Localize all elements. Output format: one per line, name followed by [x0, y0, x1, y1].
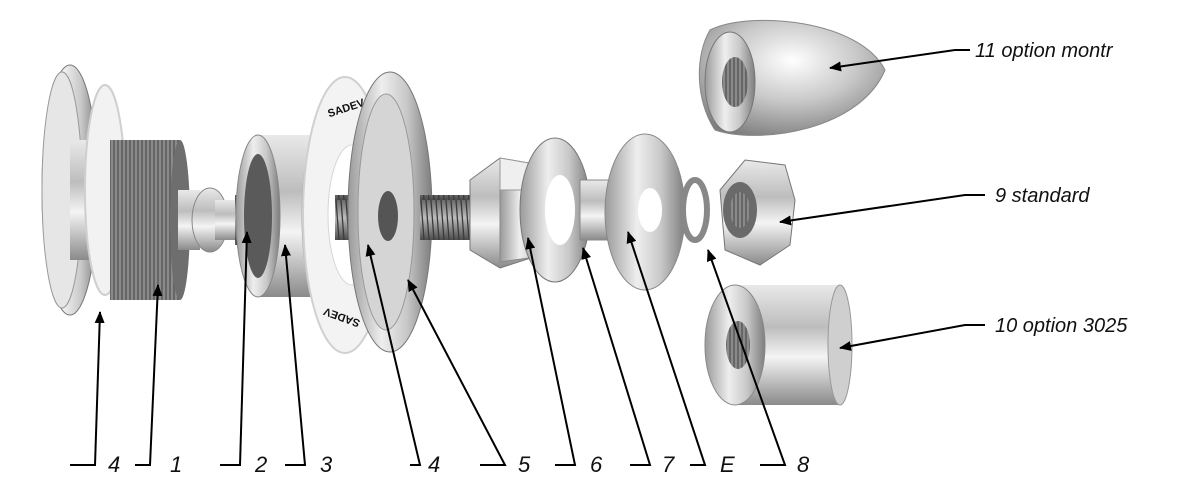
- part-10-cylinder-cap: [704, 284, 853, 406]
- leader-2: [220, 231, 252, 466]
- label-2: 2: [254, 452, 267, 477]
- label-5: 5: [518, 452, 531, 477]
- leader-7: [581, 247, 652, 466]
- leader-1: [135, 284, 163, 466]
- part-9-standard-nut: [719, 159, 796, 266]
- part-7-washer: [519, 137, 591, 283]
- label-4a: 4: [108, 452, 120, 477]
- leader-5: [407, 279, 507, 466]
- label-8: 8: [797, 452, 810, 477]
- bottom-label-row: 4 1 2 3 4 5 6 7 E 8: [108, 452, 810, 477]
- leaders: [70, 231, 787, 466]
- label-e: E: [720, 452, 735, 477]
- part-11-dome-cap: [698, 19, 886, 136]
- part-base-flange: [41, 64, 100, 316]
- part-8-ring: [680, 177, 710, 243]
- leader-3: [281, 244, 307, 466]
- label-7: 7: [662, 452, 675, 477]
- leader-8: [707, 249, 787, 466]
- label-3: 3: [320, 452, 333, 477]
- part-1-threaded-body: [110, 140, 240, 300]
- leader-6: [525, 237, 577, 466]
- label-4b: 4: [428, 452, 440, 477]
- part-large-thin-washer: [604, 133, 686, 291]
- callout-11-label: 11 option montr: [975, 40, 1114, 62]
- callout-10-label: 10 option 3025: [995, 315, 1128, 337]
- callout-9-label: 9 standard: [995, 185, 1090, 207]
- leader-4a: [70, 311, 105, 466]
- leader-e: [626, 231, 707, 466]
- callout-11: 11 option montr: [829, 40, 1114, 72]
- label-6: 6: [590, 452, 603, 477]
- leader-4b: [365, 244, 422, 466]
- part-5-metal-washer: [347, 71, 433, 353]
- label-1: 1: [170, 452, 182, 477]
- callout-9: 9 standard: [779, 185, 1090, 226]
- callout-10: 10 option 3025: [839, 315, 1128, 351]
